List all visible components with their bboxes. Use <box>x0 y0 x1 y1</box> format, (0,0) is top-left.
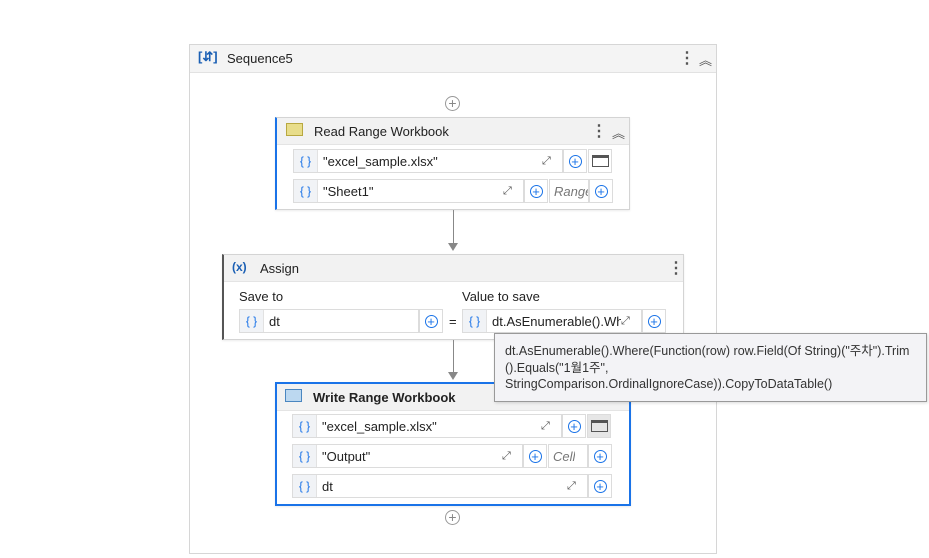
cell-placeholder: Cell <box>553 448 576 464</box>
expand-icon[interactable]: ⤢ <box>621 314 630 327</box>
expand-icon[interactable]: ⤢ <box>503 184 512 197</box>
more-options-icon[interactable]: ⋮ <box>679 50 695 67</box>
expression-icon: { } <box>240 310 264 332</box>
value-to-save-field[interactable]: { } dt.AsEnumerable().Wh ⤢ <box>462 309 642 333</box>
more-options-icon[interactable]: ⋮ <box>591 123 607 140</box>
sheet-name-field[interactable]: { } "Output" ⤢ <box>292 444 523 468</box>
datatable-value[interactable]: dt <box>322 478 333 494</box>
expression-icon: { } <box>294 150 318 172</box>
add-variable-button[interactable]: + <box>589 179 613 203</box>
value-to-save-label: Value to save <box>462 289 540 304</box>
add-variable-button[interactable]: + <box>642 309 666 333</box>
add-variable-button[interactable]: + <box>562 414 586 438</box>
add-variable-button[interactable]: + <box>524 179 548 203</box>
browse-folder-button[interactable] <box>587 414 611 438</box>
assign-card[interactable]: (x) Assign ⋮ Save to Value to save { } d… <box>222 254 684 340</box>
range-field[interactable]: Range <box>549 179 589 203</box>
add-variable-button[interactable]: + <box>588 444 612 468</box>
workbook-path-value[interactable]: "excel_sample.xlsx" <box>322 418 437 434</box>
add-activity-button[interactable]: + <box>445 510 460 525</box>
expression-icon: { } <box>293 415 317 437</box>
workbook-path-field[interactable]: { } "excel_sample.xlsx" ⤢ <box>292 414 562 438</box>
expression-icon: { } <box>463 310 487 332</box>
plus-icon: + <box>568 154 582 168</box>
expression-tooltip: dt.AsEnumerable().Where(Function(row) ro… <box>494 333 927 402</box>
add-variable-button[interactable]: + <box>523 444 547 468</box>
tooltip-line: StringComparison.OrdinalIgnoreCase)).Cop… <box>505 377 833 391</box>
connector-arrow-icon <box>448 243 458 251</box>
sequence-title: Sequence5 <box>227 51 293 66</box>
expression-icon: { } <box>293 475 317 497</box>
expand-icon[interactable]: ⤢ <box>502 449 511 462</box>
sheet-name-value[interactable]: "Sheet1" <box>323 183 374 199</box>
expand-icon[interactable]: ⤢ <box>541 419 550 432</box>
excel-write-icon <box>285 389 302 402</box>
collapse-icon[interactable]: ︽ <box>612 126 626 141</box>
excel-read-icon <box>286 123 303 136</box>
plus-icon: + <box>594 184 608 198</box>
add-variable-button[interactable]: + <box>419 309 443 333</box>
save-to-label: Save to <box>239 289 284 304</box>
expression-icon: { } <box>294 180 318 202</box>
card-title: Write Range Workbook <box>313 390 456 405</box>
folder-icon <box>591 155 609 167</box>
add-variable-button[interactable]: + <box>588 474 612 498</box>
card-title: Read Range Workbook <box>314 124 449 139</box>
add-activity-button[interactable]: + <box>445 96 460 111</box>
plus-icon: + <box>593 449 607 463</box>
connector-arrow-icon <box>448 372 458 380</box>
more-options-icon[interactable]: ⋮ <box>668 260 684 277</box>
plus-icon: + <box>647 314 661 328</box>
sheet-name-value[interactable]: "Output" <box>322 448 371 464</box>
datatable-field[interactable]: { } dt ⤢ <box>292 474 588 498</box>
workbook-path-field[interactable]: { } "excel_sample.xlsx" ⤢ <box>293 149 563 173</box>
expand-icon[interactable]: ⤢ <box>542 154 551 167</box>
plus-icon: + <box>528 449 542 463</box>
plus-icon: + <box>593 479 607 493</box>
write-range-workbook-card[interactable]: Write Range Workbook { } "excel_sample.x… <box>275 382 631 506</box>
save-to-field[interactable]: { } dt <box>239 309 419 333</box>
plus-icon: + <box>529 184 543 198</box>
range-placeholder: Range <box>554 183 588 199</box>
starting-cell-field[interactable]: Cell <box>548 444 588 468</box>
card-title: Assign <box>260 261 300 276</box>
collapse-icon[interactable]: ︽ <box>699 53 713 68</box>
plus-icon: + <box>424 314 438 328</box>
connector-line <box>453 210 454 244</box>
add-variable-button[interactable]: + <box>563 149 587 173</box>
expression-icon: { } <box>293 445 317 467</box>
plus-icon: + <box>567 419 581 433</box>
save-to-value[interactable]: dt <box>269 313 280 329</box>
tooltip-line: ().Equals("1월1주", <box>505 360 609 375</box>
sequence-header[interactable]: [⇵] Sequence5 ⋮ ︽ <box>190 45 716 73</box>
expand-icon[interactable]: ⤢ <box>567 479 576 492</box>
sequence-icon: [⇵] <box>198 49 218 64</box>
assign-icon: (x) <box>232 260 247 274</box>
card-header[interactable]: (x) Assign ⋮ <box>224 255 684 282</box>
equals-sign: = <box>449 314 457 329</box>
workbook-path-value[interactable]: "excel_sample.xlsx" <box>323 153 438 169</box>
connector-line <box>453 340 454 373</box>
tooltip-line: dt.AsEnumerable().Where(Function(row) ro… <box>505 344 910 358</box>
sheet-name-field[interactable]: { } "Sheet1" ⤢ <box>293 179 524 203</box>
read-range-workbook-card[interactable]: Read Range Workbook ⋮ ︽ { } "excel_sampl… <box>275 117 630 210</box>
browse-folder-button[interactable] <box>588 149 612 173</box>
value-to-save-value[interactable]: dt.AsEnumerable().Wh <box>492 313 621 329</box>
card-header[interactable]: Read Range Workbook ⋮ ︽ <box>277 118 629 145</box>
folder-icon <box>590 420 608 432</box>
